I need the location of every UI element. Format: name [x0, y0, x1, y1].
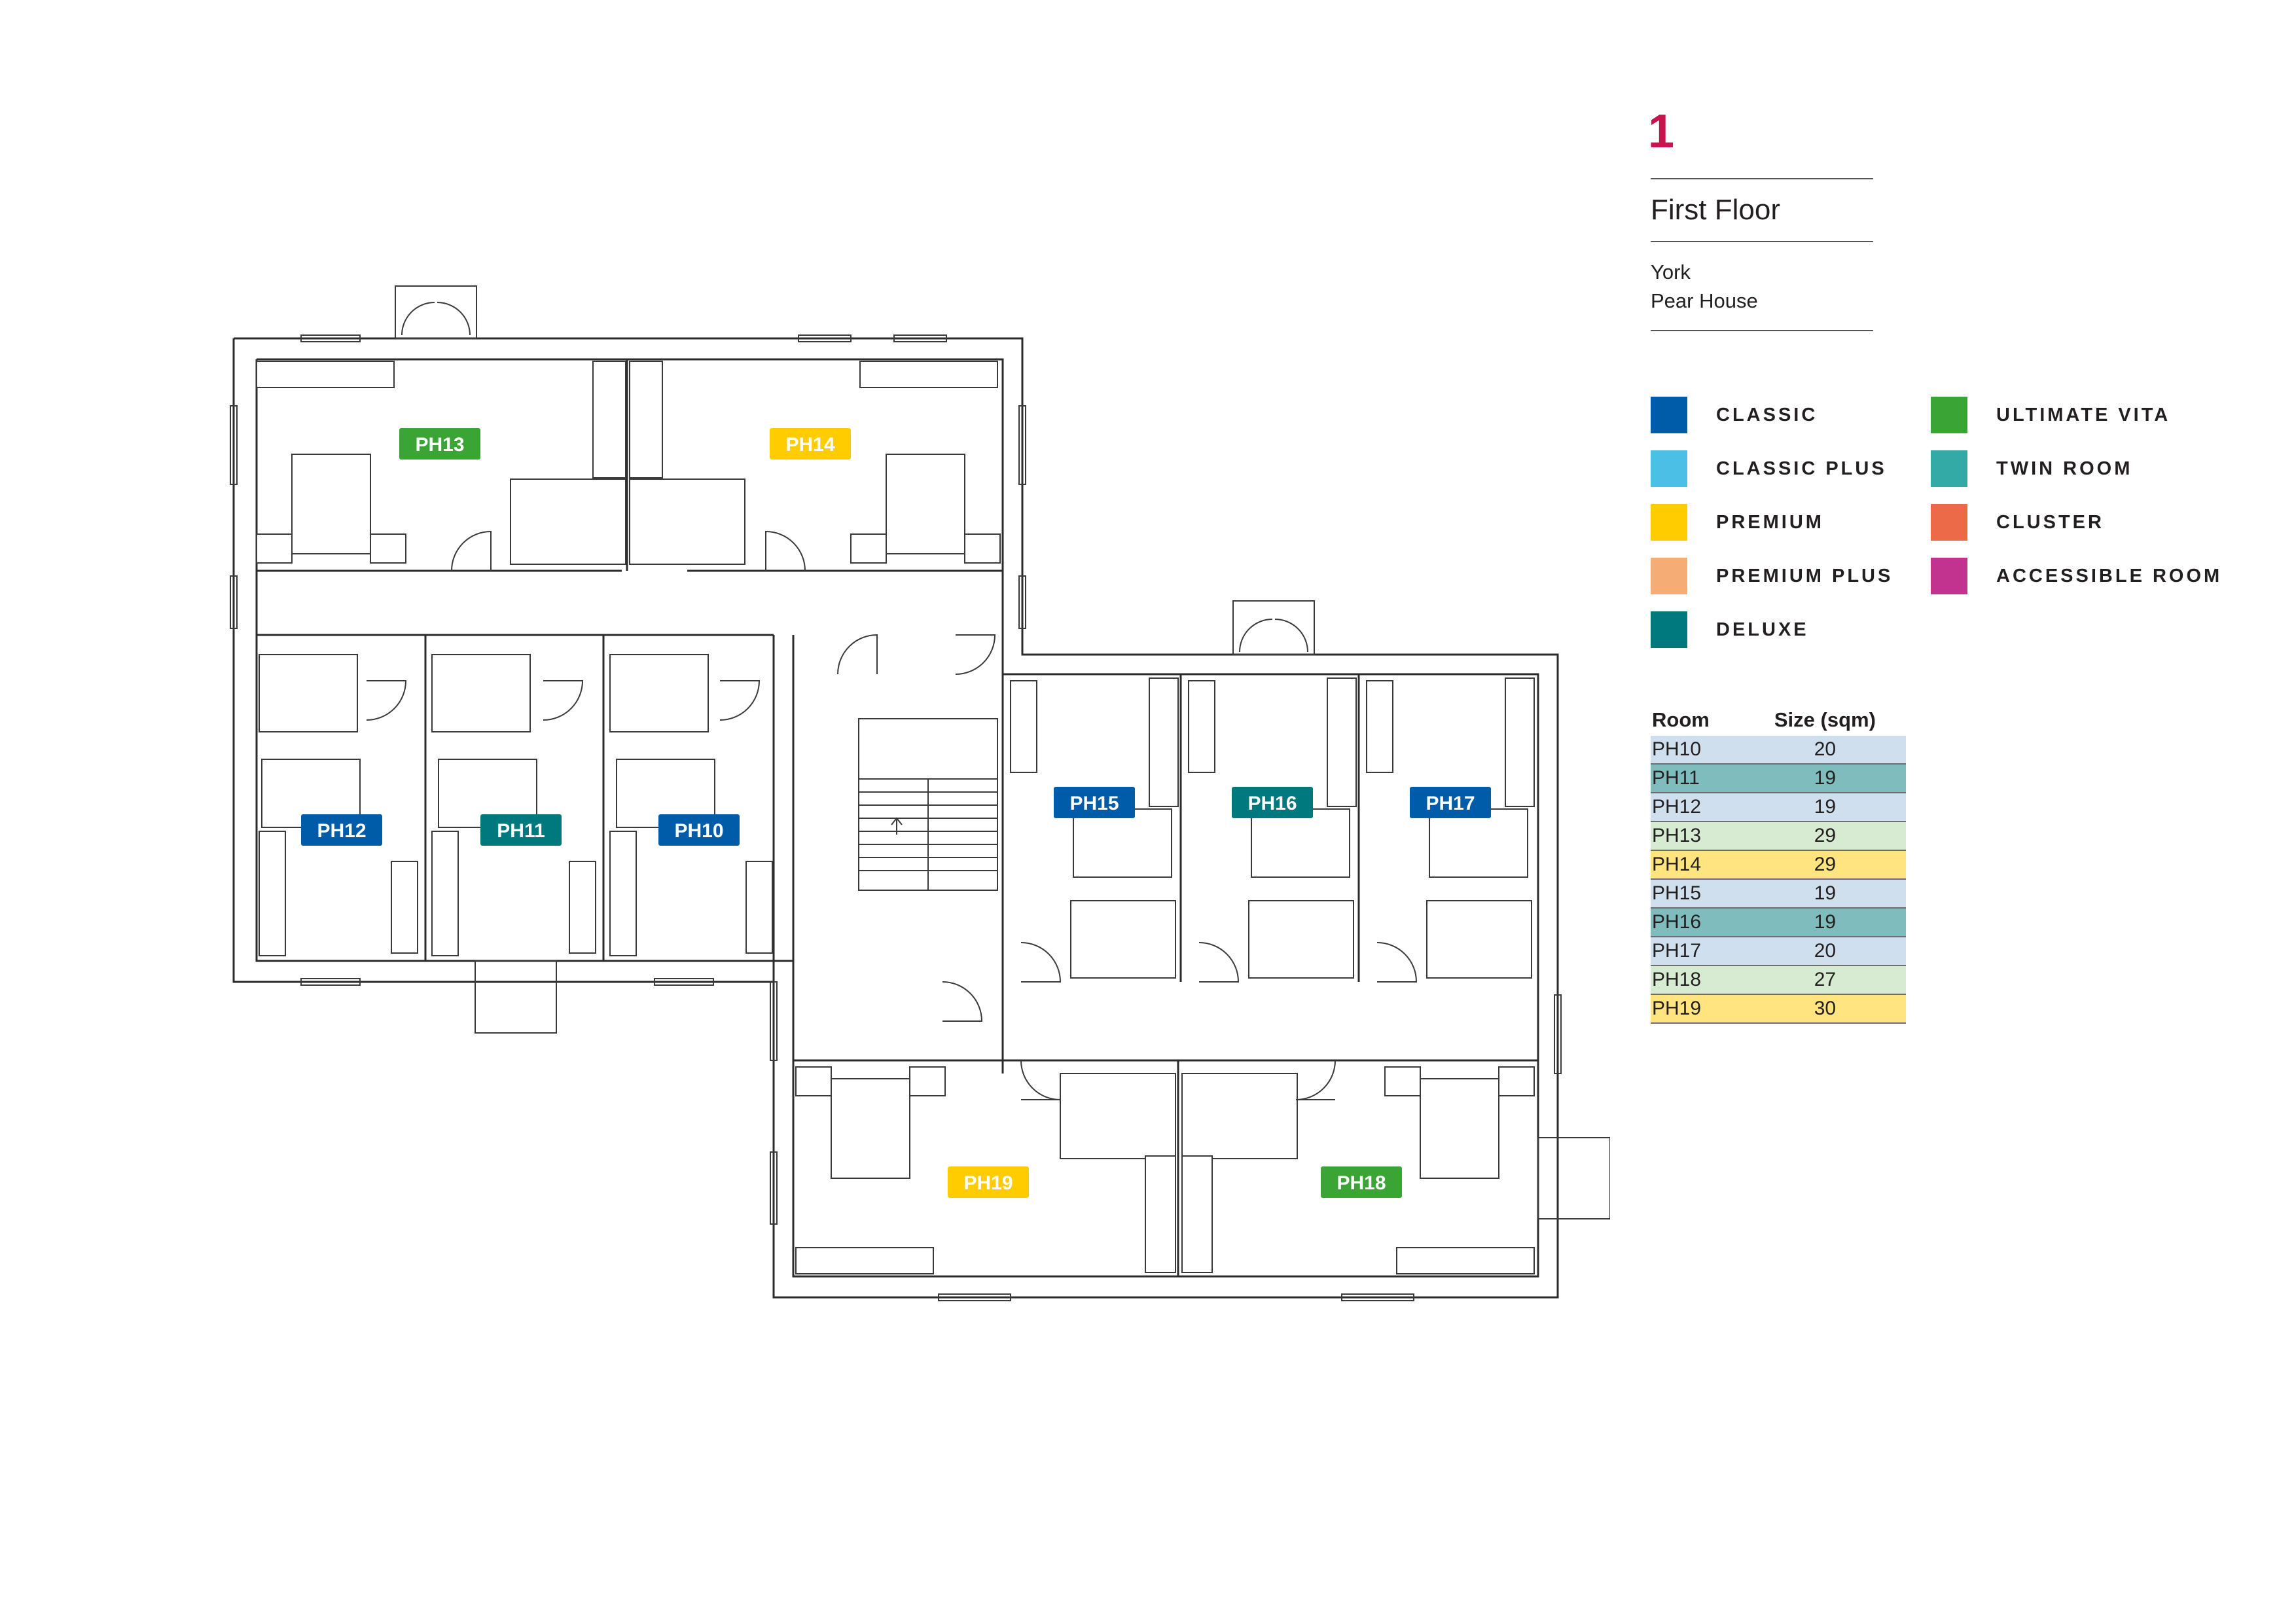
windows [230, 334, 1562, 1301]
stairwell [858, 718, 998, 891]
room-cell: PH16 [1651, 908, 1744, 937]
legend-swatch [1931, 397, 1967, 433]
table-row: PH13 29 [1651, 821, 1906, 851]
legend-swatch [1651, 611, 1687, 648]
legend-swatch [1931, 450, 1967, 487]
room-label-text: PH18 [1336, 1172, 1386, 1194]
legend-swatch [1651, 558, 1687, 594]
legend-label: DELUXE [1716, 619, 1809, 640]
divider [1651, 178, 1873, 179]
legend-label: PREMIUM [1716, 511, 1824, 533]
room-cell: PH15 [1651, 879, 1744, 909]
table-row: PH11 19 [1651, 764, 1906, 793]
legend-item-ultimate-vita: ULTIMATE VITA [1931, 397, 2170, 433]
room-label-ph10[interactable]: PH10 [658, 814, 740, 846]
table-row: PH14 29 [1651, 850, 1906, 880]
divider [1651, 241, 1873, 242]
room-cell: PH11 [1651, 764, 1744, 793]
floor-number: 1 [1648, 105, 1675, 158]
size-cell: 29 [1744, 821, 1906, 851]
legend-swatch [1651, 504, 1687, 541]
room-size-table: Room Size (sqm) PH10 20 PH11 19 PH12 19 … [1651, 707, 1906, 1024]
room-label-text: PH12 [317, 820, 366, 842]
column-header-size: Size (sqm) [1774, 708, 1876, 731]
location-building: Pear House [1651, 289, 1758, 312]
room-cell: PH19 [1651, 994, 1744, 1024]
room-labels: PH13 PH14 PH12 PH11 PH10 PH15 PH16 PH17 [301, 428, 1491, 1198]
legend-item-deluxe: DELUXE [1651, 611, 1809, 648]
room-label-ph14[interactable]: PH14 [770, 428, 851, 460]
legend-label: CLUSTER [1996, 511, 2104, 533]
room-label-text: PH17 [1426, 793, 1475, 814]
table-row: PH19 30 [1651, 994, 1906, 1024]
legend-item-twin-room: TWIN ROOM [1931, 450, 2132, 487]
legend-item-premium-plus: PREMIUM PLUS [1651, 558, 1893, 594]
size-cell: 20 [1744, 937, 1906, 966]
door-swings [366, 530, 1418, 1100]
room-cell: PH12 [1651, 793, 1744, 822]
room-cell: PH18 [1651, 965, 1744, 995]
room-label-ph18[interactable]: PH18 [1321, 1166, 1402, 1198]
legend-item-cluster: CLUSTER [1931, 504, 2104, 541]
table-row: PH16 19 [1651, 908, 1906, 937]
room-cell: PH17 [1651, 937, 1744, 966]
legend-swatch [1651, 397, 1687, 433]
size-cell: 30 [1744, 994, 1906, 1024]
size-cell: 19 [1744, 908, 1906, 937]
table-header-row: Room Size (sqm) [1651, 707, 1906, 736]
room-cell: PH14 [1651, 850, 1744, 880]
room-label-text: PH11 [497, 820, 545, 842]
floor-name: First Floor [1651, 194, 1780, 226]
size-cell: 19 [1744, 879, 1906, 909]
legend-item-premium: PREMIUM [1651, 504, 1824, 541]
room-label-text: PH15 [1069, 793, 1119, 814]
legend-swatch [1931, 558, 1967, 594]
legend-swatch [1931, 504, 1967, 541]
interior-walls [257, 359, 1538, 1276]
table-row: PH15 19 [1651, 879, 1906, 909]
legend-label: PREMIUM PLUS [1716, 565, 1893, 586]
room-label-text: PH10 [674, 820, 723, 842]
legend-label: CLASSIC PLUS [1716, 458, 1887, 479]
divider [1651, 330, 1873, 331]
size-cell: 29 [1744, 850, 1906, 880]
legend-label: CLASSIC [1716, 404, 1818, 425]
size-cell: 19 [1744, 793, 1906, 822]
room-label-text: PH16 [1247, 793, 1297, 814]
legend-label: TWIN ROOM [1996, 458, 2133, 479]
room-label-ph15[interactable]: PH15 [1054, 787, 1135, 818]
room-label-ph16[interactable]: PH16 [1232, 787, 1313, 818]
size-cell: 19 [1744, 764, 1906, 793]
room-label-ph17[interactable]: PH17 [1410, 787, 1491, 818]
room-label-ph19[interactable]: PH19 [948, 1166, 1029, 1198]
column-header-room: Room [1652, 708, 1710, 731]
size-cell: 27 [1744, 965, 1906, 995]
table-row: PH18 27 [1651, 965, 1906, 995]
table-row: PH10 20 [1651, 736, 1906, 765]
legend-item-accessible-room: ACCESSIBLE ROOM [1931, 558, 2222, 594]
room-label-ph12[interactable]: PH12 [301, 814, 382, 846]
location-city: York [1651, 261, 1691, 283]
table-row: PH17 20 [1651, 937, 1906, 966]
room-label-text: PH19 [963, 1172, 1013, 1194]
room-label-ph13[interactable]: PH13 [399, 428, 480, 460]
outer-walls [232, 337, 1559, 1299]
room-cell: PH10 [1651, 736, 1744, 765]
size-cell: 20 [1744, 736, 1906, 765]
room-label-text: PH13 [415, 434, 464, 456]
room-cell: PH13 [1651, 821, 1744, 851]
balconies [395, 285, 1610, 1219]
legend-item-classic: CLASSIC [1651, 397, 1818, 433]
table-row: PH12 19 [1651, 793, 1906, 822]
legend-label: ACCESSIBLE ROOM [1996, 565, 2223, 586]
legend-swatch [1651, 450, 1687, 487]
room-label-text: PH14 [785, 434, 834, 456]
legend-item-classic-plus: CLASSIC PLUS [1651, 450, 1887, 487]
room-label-ph11[interactable]: PH11 [480, 814, 562, 846]
legend-label: ULTIMATE VITA [1996, 404, 2171, 425]
floor-plan: PH13 PH14 PH12 PH11 PH10 PH15 PH16 PH17 [230, 285, 1610, 1301]
